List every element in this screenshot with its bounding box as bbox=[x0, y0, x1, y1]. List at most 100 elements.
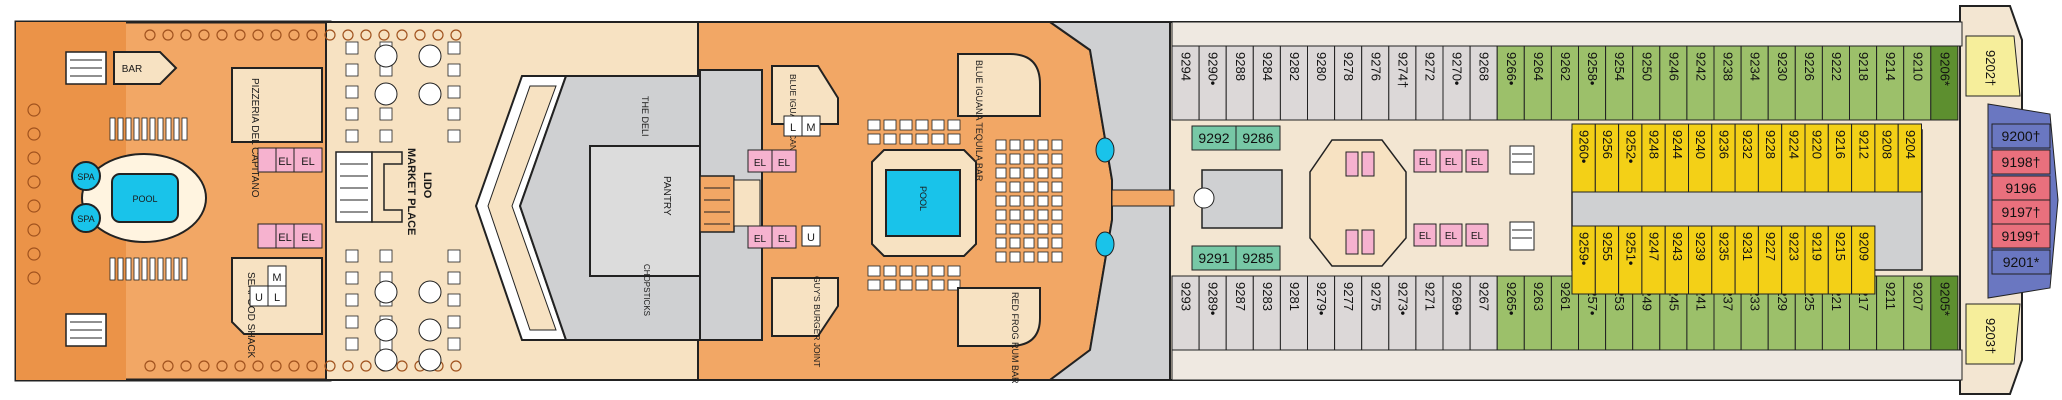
aft-elevators-top[interactable]: EL EL bbox=[257, 147, 323, 173]
cabin[interactable] bbox=[1851, 225, 1876, 295]
sun-lounger bbox=[883, 279, 897, 291]
sun-lounger bbox=[1037, 139, 1049, 151]
cabin[interactable] bbox=[1930, 45, 1959, 121]
sun-lounger bbox=[1037, 153, 1049, 165]
cabin[interactable] bbox=[1903, 275, 1932, 351]
elevator-label: EL bbox=[1419, 231, 1432, 242]
the-deli[interactable]: THE DELI bbox=[640, 96, 650, 137]
cabin[interactable] bbox=[1171, 275, 1200, 351]
unisex-room-label: U bbox=[255, 292, 263, 304]
cabin[interactable] bbox=[1191, 245, 1237, 271]
aft-stairs-top bbox=[65, 51, 107, 85]
cabin[interactable] bbox=[1191, 125, 1237, 151]
aft-stairs-bottom bbox=[65, 313, 107, 347]
cabin[interactable] bbox=[1225, 45, 1254, 121]
pizzeria-del-capitano[interactable]: PIZZERIA DEL CAPITANO bbox=[231, 67, 323, 198]
mid-elevators-top[interactable]: EL EL bbox=[747, 149, 797, 173]
cabin-number: 9274† bbox=[1395, 52, 1410, 88]
aft-elevators-bottom[interactable]: EL EL bbox=[257, 223, 323, 249]
deck-ornament bbox=[180, 360, 192, 372]
cabin[interactable] bbox=[1252, 275, 1281, 351]
mid-pool-label: POOL bbox=[918, 186, 928, 211]
cabin[interactable] bbox=[1903, 45, 1932, 121]
cabin[interactable] bbox=[1876, 275, 1905, 351]
cabin-number: 9276 bbox=[1368, 52, 1383, 81]
cabin[interactable] bbox=[1279, 275, 1309, 351]
cabin-number: 9286 bbox=[1242, 130, 1273, 146]
cabin-number: 9273• bbox=[1395, 282, 1410, 316]
cabin[interactable] bbox=[1897, 123, 1922, 193]
forward-elevators-bottom[interactable]: EL EL EL bbox=[1413, 223, 1489, 247]
cabin[interactable] bbox=[1307, 45, 1336, 121]
cabin-number: 9202† bbox=[1983, 50, 1998, 86]
cabin[interactable] bbox=[1252, 45, 1281, 121]
table bbox=[345, 293, 359, 307]
cabin[interactable] bbox=[1991, 223, 2051, 249]
cabin[interactable] bbox=[1821, 45, 1851, 121]
deck-ornament bbox=[27, 151, 41, 165]
mid-pool bbox=[885, 169, 961, 237]
cabin[interactable] bbox=[1442, 45, 1471, 121]
cabin[interactable] bbox=[1388, 45, 1417, 121]
cabin[interactable] bbox=[1930, 275, 1959, 351]
forward-passage bbox=[1111, 139, 1407, 267]
cabin-number: 9232 bbox=[1740, 130, 1755, 159]
cabin[interactable] bbox=[1523, 45, 1552, 121]
cabin[interactable] bbox=[1550, 45, 1580, 121]
cabin-number: 9227 bbox=[1763, 232, 1778, 261]
cabin[interactable] bbox=[1632, 45, 1661, 121]
cabin[interactable] bbox=[1361, 45, 1390, 121]
cabin[interactable] bbox=[1686, 45, 1715, 121]
cabin-number: 9289• bbox=[1206, 282, 1221, 316]
sun-lounger bbox=[915, 265, 929, 277]
cabin-number: 9254 bbox=[1612, 52, 1627, 81]
cabin[interactable] bbox=[1469, 45, 1498, 121]
mid-elevators-bottom[interactable]: EL EL bbox=[747, 225, 797, 249]
sun-lounger bbox=[157, 117, 164, 141]
cabin[interactable] bbox=[1225, 275, 1254, 351]
red-frog-rum-bar[interactable]: RED FROG RUM BAR bbox=[957, 287, 1041, 384]
cabin[interactable] bbox=[1334, 45, 1363, 121]
forward-elevators-top[interactable]: EL EL EL bbox=[1413, 149, 1489, 173]
suites: 9292 9286 9291 9285 bbox=[1191, 125, 1281, 271]
deck-ornament bbox=[306, 360, 318, 372]
cabin[interactable] bbox=[1965, 35, 2021, 97]
cabin[interactable] bbox=[1307, 275, 1336, 351]
chopsticks[interactable]: CHOPSTICKS bbox=[642, 264, 651, 316]
cabin[interactable] bbox=[1991, 149, 2051, 175]
table bbox=[447, 85, 461, 99]
aft-bar[interactable]: BAR bbox=[113, 51, 178, 85]
deck-ornament bbox=[396, 360, 408, 372]
cabin-number: 9275 bbox=[1368, 282, 1383, 311]
sun-lounger bbox=[915, 279, 929, 291]
round-table bbox=[418, 44, 442, 68]
cabin-number: 9243 bbox=[1670, 232, 1685, 261]
guys-burger-joint[interactable]: GUY'S BURGER JOINT bbox=[771, 276, 839, 367]
blue-iguana-tequila-bar[interactable]: BLUE IGUANA TEQUILA BAR bbox=[957, 53, 1041, 182]
cabin[interactable] bbox=[1740, 45, 1769, 121]
cabin[interactable] bbox=[1991, 123, 2051, 149]
lido-tables bbox=[345, 41, 461, 372]
cabin[interactable] bbox=[1991, 175, 2051, 201]
cabin-number: 9290• bbox=[1206, 52, 1221, 86]
cabin[interactable] bbox=[1991, 199, 2051, 225]
pantry: PANTRY bbox=[661, 176, 672, 216]
cabin-number: 9272 bbox=[1422, 52, 1437, 81]
cabin[interactable] bbox=[1198, 45, 1227, 121]
lido-market-place[interactable]: LIDO MARKET PLACE bbox=[335, 148, 433, 235]
chair bbox=[1361, 151, 1375, 177]
cabin[interactable] bbox=[1965, 303, 2021, 365]
cabin[interactable] bbox=[1235, 245, 1281, 271]
cabin[interactable] bbox=[1198, 275, 1227, 351]
cabin[interactable] bbox=[1605, 45, 1634, 121]
cabin[interactable] bbox=[1235, 125, 1281, 151]
sun-lounger bbox=[947, 133, 961, 145]
cabin[interactable] bbox=[1469, 275, 1498, 351]
cabin[interactable] bbox=[1334, 275, 1363, 351]
cabin-number: 9239 bbox=[1693, 232, 1708, 261]
cabin[interactable] bbox=[1849, 45, 1878, 121]
mens-room-label: M bbox=[806, 122, 815, 134]
cabin-number: 9240 bbox=[1693, 130, 1708, 159]
cabin[interactable] bbox=[1991, 249, 2051, 275]
